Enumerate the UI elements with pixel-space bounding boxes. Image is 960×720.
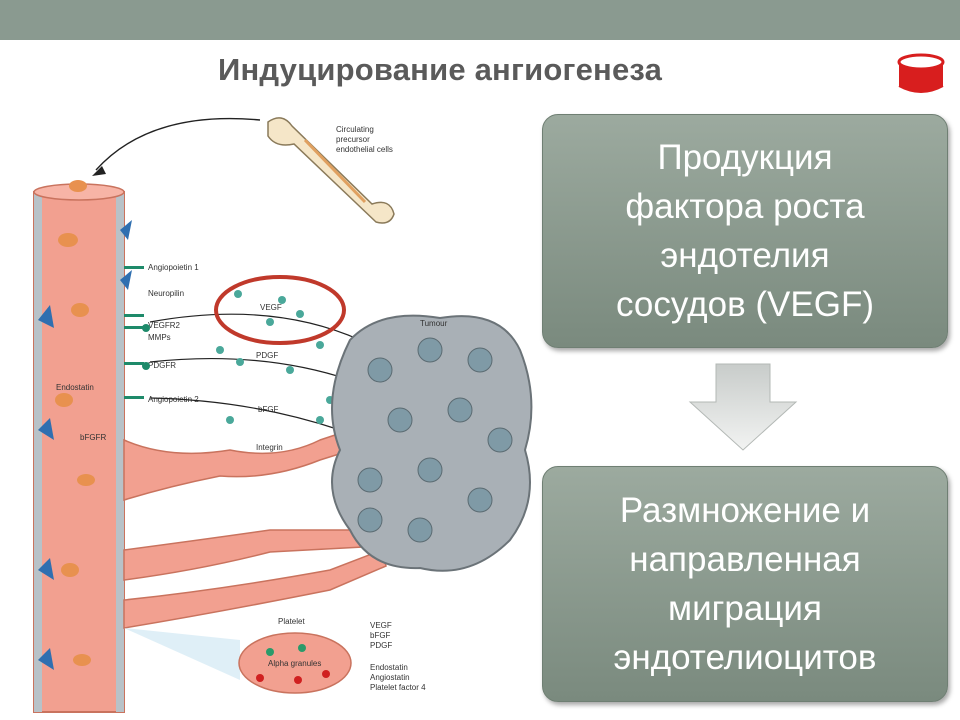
angiogenesis-figure: Circulating precursor endothelial cells … (33, 117, 533, 713)
endothelial-migration-box: Размножение и направленная миграция эндо… (542, 466, 948, 702)
label-neuropilin: Neuropilin (148, 289, 184, 298)
label-angiopoietin1: Angiopoietin 1 (148, 263, 199, 272)
blood-vessel (33, 180, 132, 713)
label-angiopoietin2: Angiopoietin 2 (148, 395, 199, 404)
label-pdgfr: PDGFR (148, 361, 176, 370)
label-mmps: MMPs (148, 333, 171, 342)
label-circulating-2: precursor (336, 135, 370, 144)
arrow-bone-to-vessel (95, 117, 261, 171)
label-platelet-factor4: Platelet factor 4 (370, 683, 426, 692)
label-integrin: Integrin (256, 443, 283, 452)
platelet (124, 628, 352, 694)
label-alpha-granules: Alpha granules (268, 659, 321, 668)
box1-line: эндотелия (660, 236, 830, 275)
label-platelet: Platelet (278, 617, 305, 626)
label-tumour: Tumour (420, 319, 448, 328)
header-bar (0, 0, 960, 40)
slide-title: Индуцирование ангиогенеза (218, 52, 663, 87)
label-bfgf: bFGF (258, 405, 279, 414)
sprouting-vessel (123, 428, 387, 629)
receptors (124, 266, 150, 399)
box1-line: фактора роста (625, 187, 865, 226)
label-vegfr2: VEGFR2 (148, 321, 181, 330)
label-platelet-bfgf: bFGF (370, 631, 391, 640)
label-bfgfr: bFGFR (80, 433, 106, 442)
label-circulating-1: Circulating (336, 125, 374, 134)
label-endostatin: Endostatin (56, 383, 94, 392)
label-circulating-3: endothelial cells (336, 145, 393, 154)
box1-line: сосудов (VEGF) (615, 285, 874, 324)
label-vegf: VEGF (260, 303, 282, 312)
label-platelet-endostatin: Endostatin (370, 663, 408, 672)
vegf-production-box: Продукция фактора роста эндотелия сосудо… (542, 114, 948, 348)
red-cylinder-logo-icon (894, 47, 948, 101)
vegf-highlight-circle (214, 275, 346, 345)
label-platelet-angiostatin: Angiostatin (370, 673, 410, 682)
bone-illustration (267, 117, 395, 224)
tumour-mass (331, 314, 533, 572)
label-platelet-vegf: VEGF (370, 621, 392, 630)
down-arrow-icon (688, 363, 798, 451)
box2-line: Размножение и (619, 491, 871, 530)
label-platelet-pdgf: PDGF (370, 641, 392, 650)
box2-line: эндотелиоцитов (613, 638, 877, 677)
box2-line: направленная (629, 540, 861, 579)
box1-line: Продукция (657, 138, 833, 177)
label-pdgf: PDGF (256, 351, 278, 360)
box2-line: миграция (668, 589, 822, 628)
